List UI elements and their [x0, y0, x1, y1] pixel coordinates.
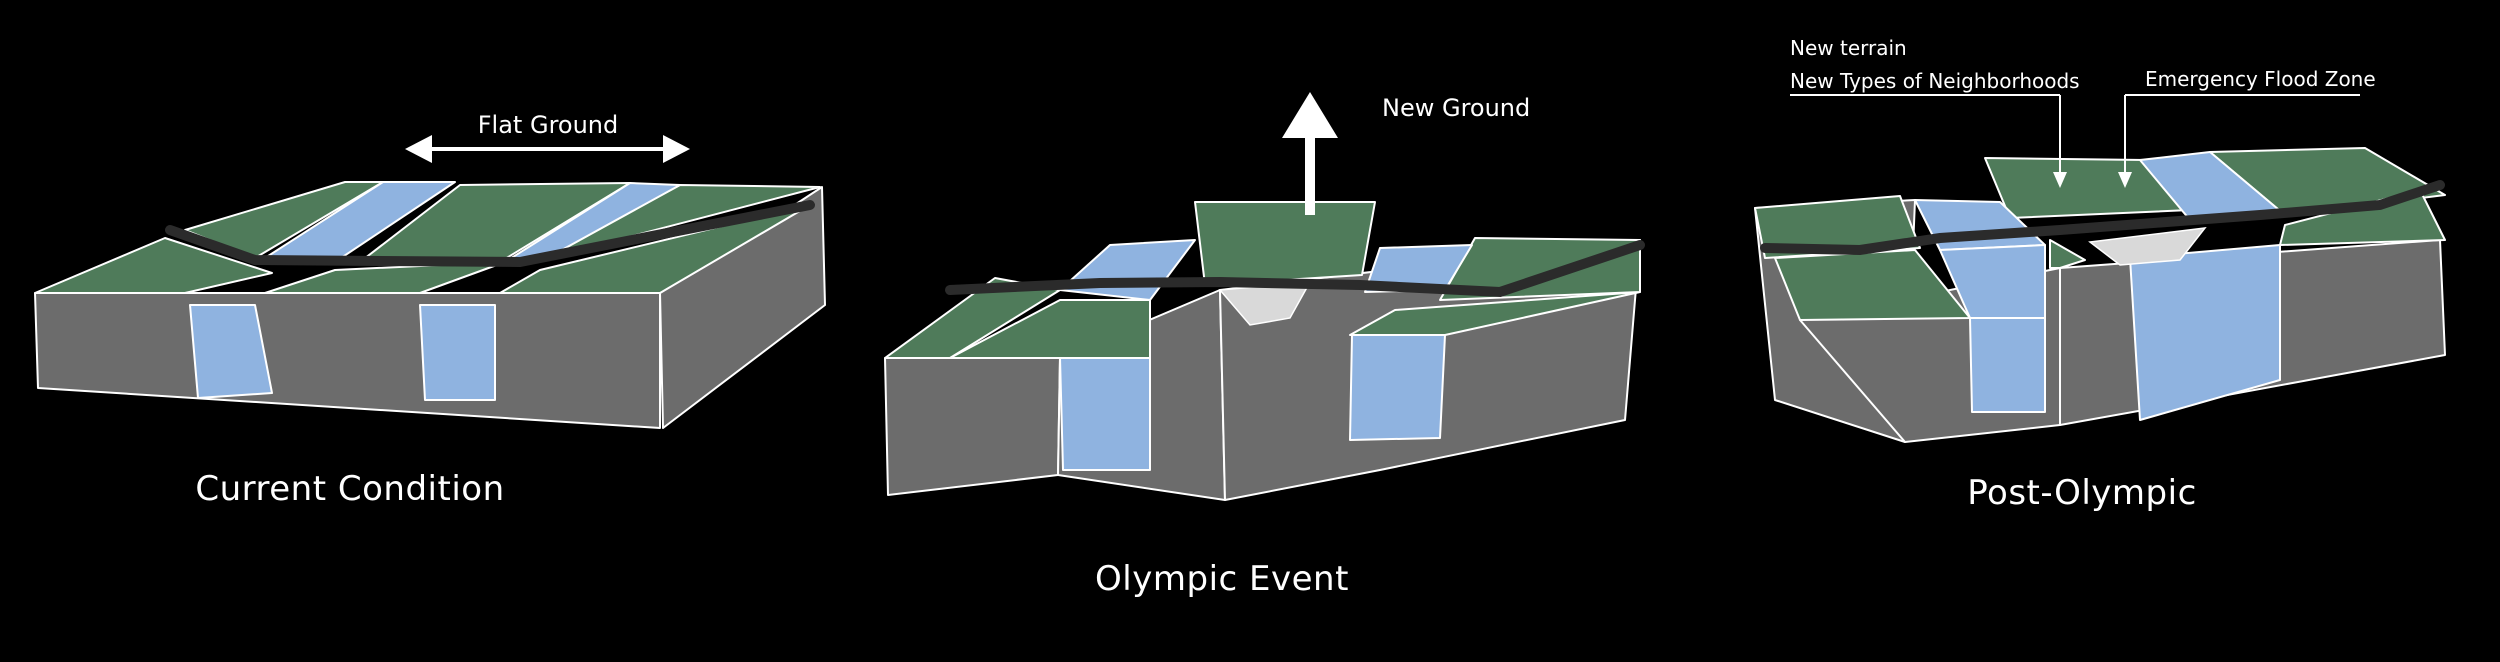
- flood-zone-label: Emergency Flood Zone: [2145, 67, 2376, 91]
- panel-post-olympic: New terrain New Types of Neighborhoods E…: [1754, 36, 2446, 513]
- road: [165, 200, 815, 268]
- water-cut-right: [2129, 244, 2281, 421]
- ground-plot-2: [1774, 249, 1971, 321]
- panel-caption-current-condition: Current Condition: [195, 469, 504, 509]
- ground-plot-1: [34, 237, 273, 294]
- new-terrain-label: New terrain: [1790, 36, 1907, 60]
- block-front-face: [34, 292, 661, 429]
- flat-ground-arrow: [405, 135, 690, 163]
- new-ground-arrow: [1282, 92, 1338, 215]
- water-strip-3: [1939, 244, 2046, 319]
- water-cut-right: [1349, 334, 1446, 441]
- water-channel-1-cut: [189, 304, 273, 399]
- water-strip-1: [1059, 239, 1196, 301]
- water-cut-left: [1969, 317, 2046, 413]
- terrain-block-current: [34, 135, 826, 429]
- road: [945, 240, 1645, 298]
- terrain-block-olympic: [884, 92, 1645, 501]
- flood-zone-pit: [2088, 227, 2207, 266]
- ground-plot-3: [264, 261, 506, 294]
- callout-leaders: [1790, 94, 2360, 188]
- panel-caption-post-olympic: Post-Olympic: [1967, 473, 2197, 513]
- ground-plot-raised: [1194, 201, 1376, 286]
- flat-ground-label: Flat Ground: [478, 111, 619, 139]
- panel-olympic-event: New Ground Olympic Event: [884, 92, 1645, 599]
- panel-caption-olympic-event: Olympic Event: [1095, 559, 1349, 599]
- block-front-face: [884, 357, 1061, 496]
- water-cut-left: [1059, 357, 1151, 471]
- panel-current-condition: Flat Ground Current Condition: [34, 111, 826, 509]
- road: [1760, 180, 2445, 256]
- new-ground-label: New Ground: [1382, 94, 1530, 122]
- new-neighborhoods-label: New Types of Neighborhoods: [1790, 69, 2080, 93]
- water-channel-2-cut: [419, 304, 496, 401]
- ground-plot-3: [2049, 239, 2086, 269]
- terrain-block-post-olympic: [1754, 94, 2446, 443]
